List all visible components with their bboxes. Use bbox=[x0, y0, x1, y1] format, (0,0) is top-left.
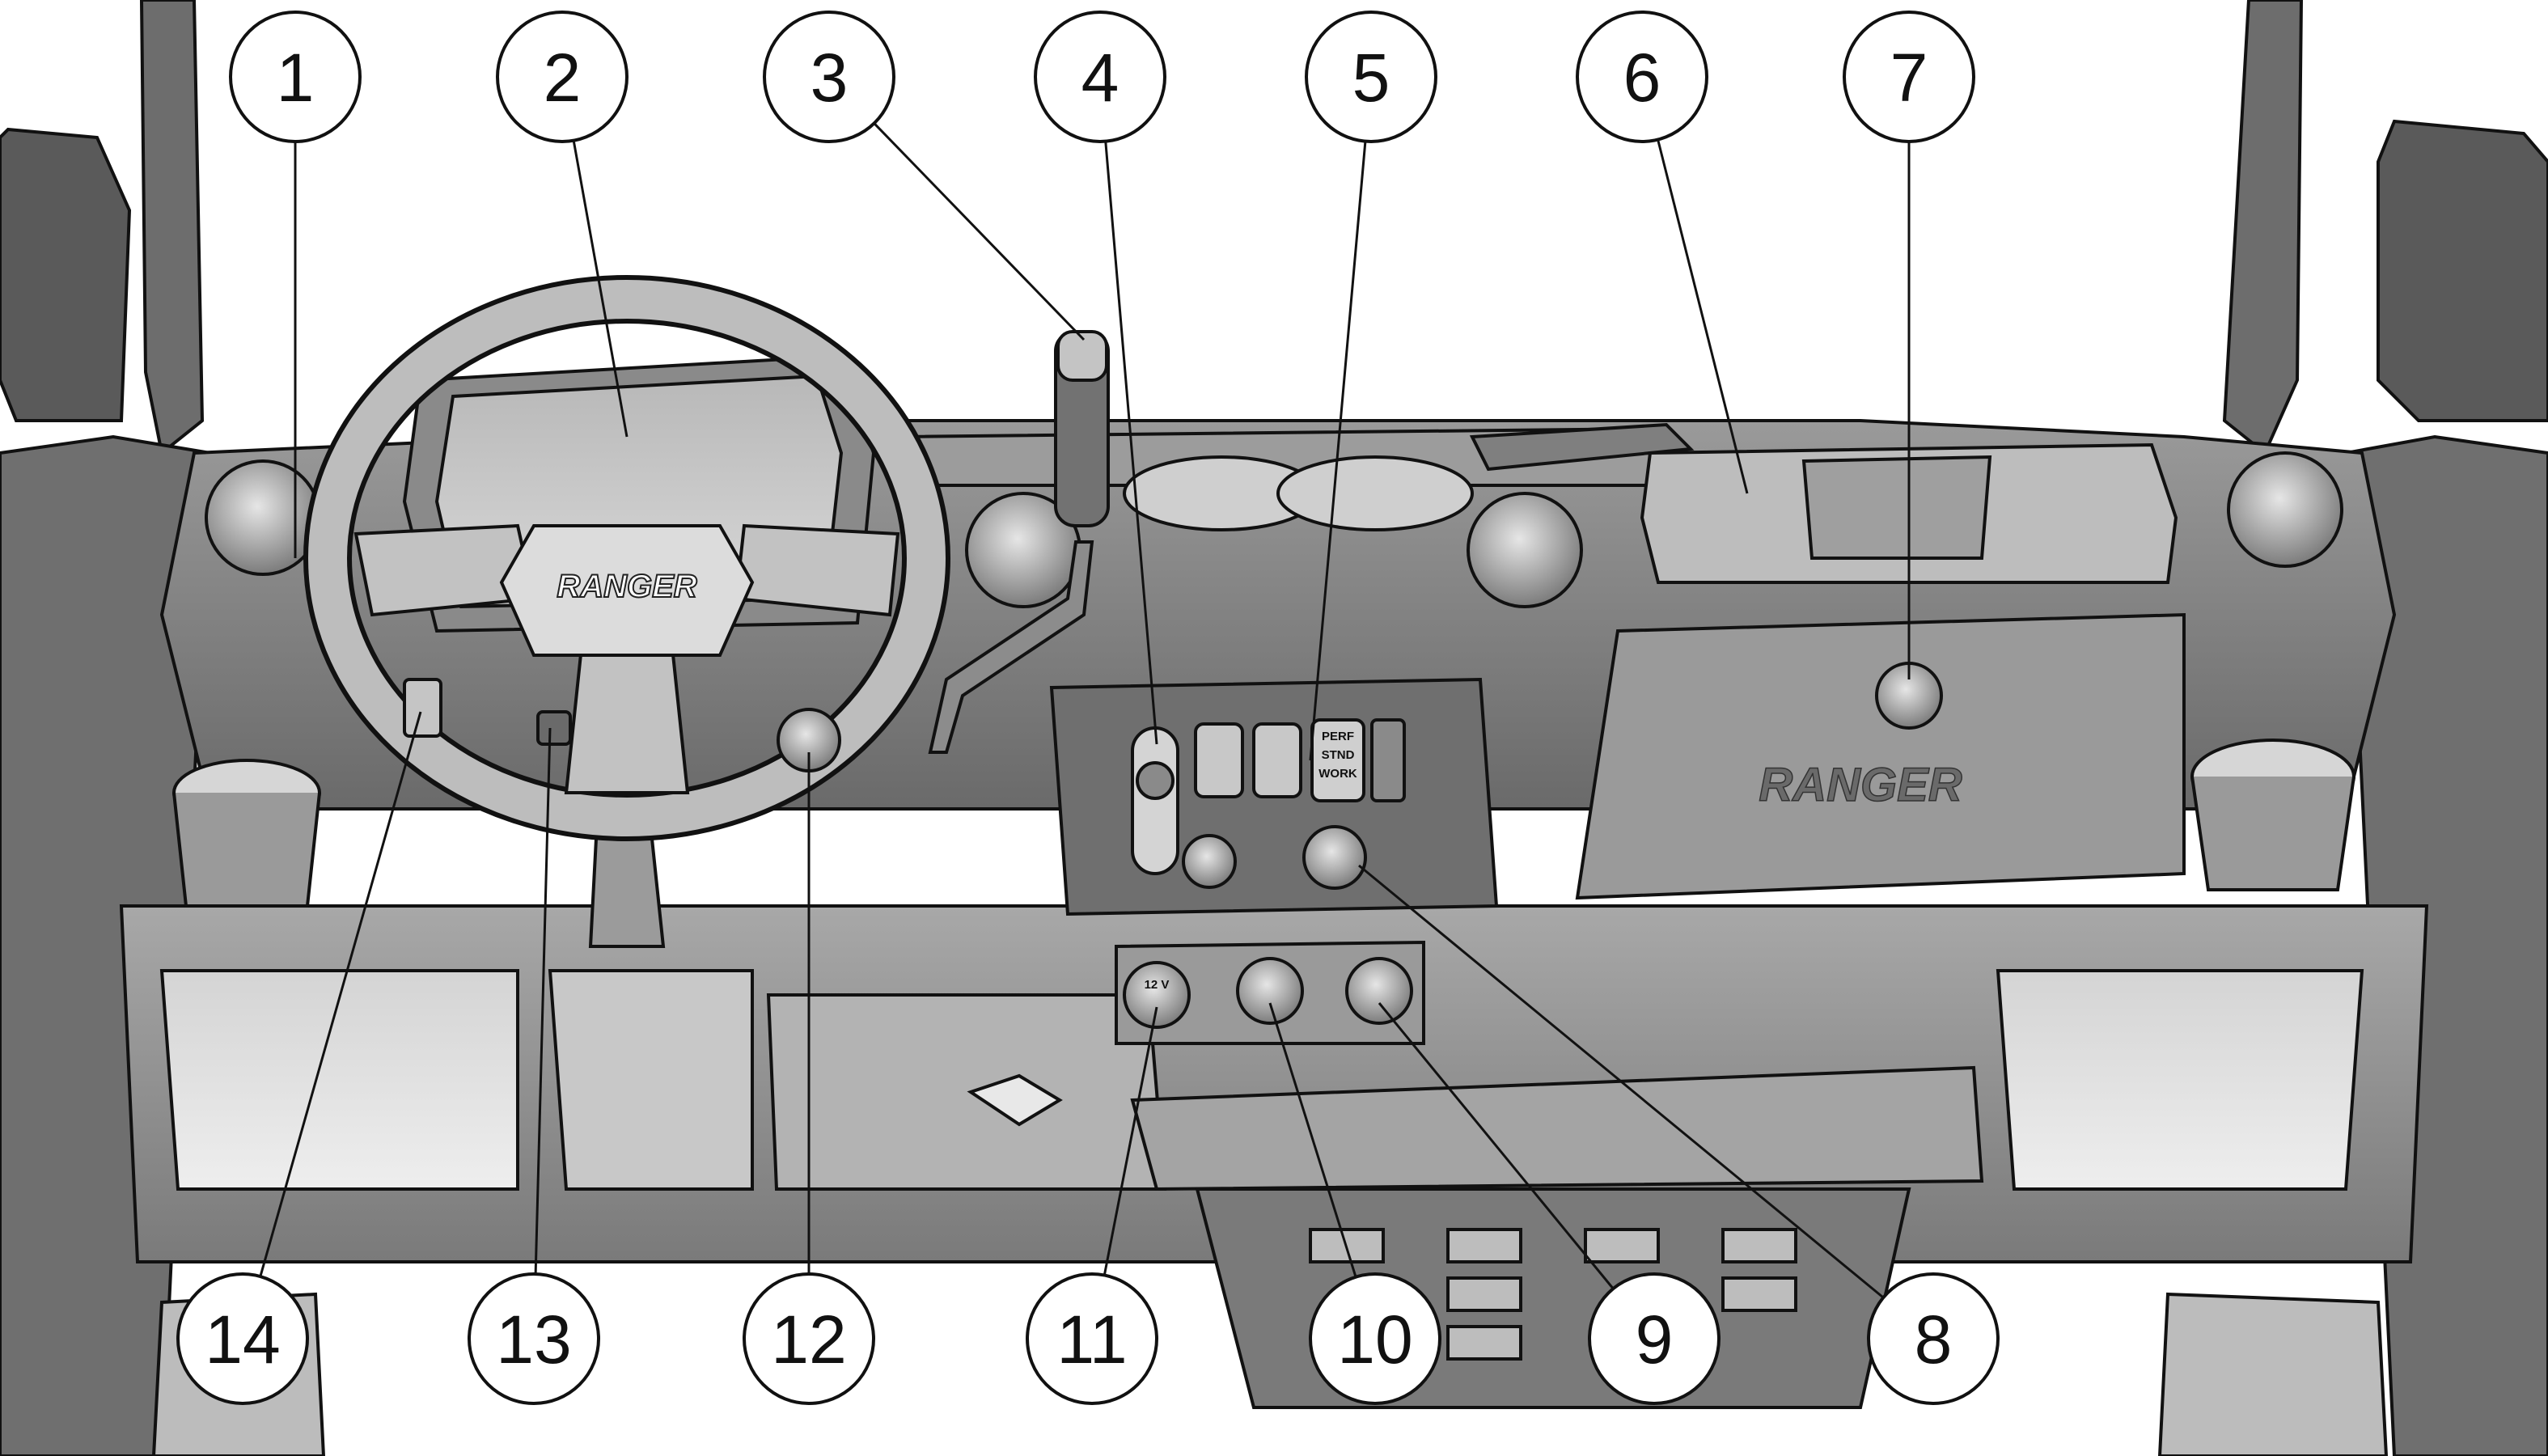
outlet-label-left: 12 V bbox=[1145, 978, 1170, 992]
callout-number-4: 4 bbox=[1081, 40, 1120, 116]
right-vent bbox=[2227, 451, 2343, 568]
leader-line-14 bbox=[259, 711, 422, 1277]
callout-circle-6 bbox=[1576, 11, 1708, 143]
usb-port bbox=[1345, 957, 1413, 1025]
leader-line-4 bbox=[1104, 141, 1158, 745]
leader-line-5 bbox=[1309, 141, 1367, 761]
callout-number-7: 7 bbox=[1890, 40, 1928, 116]
drive-mode-switch bbox=[1310, 718, 1365, 802]
callout-circle-3 bbox=[763, 11, 895, 143]
center-switch-panel: PERF STND WORK bbox=[1049, 677, 1499, 916]
callout-circle-11 bbox=[1026, 1272, 1158, 1405]
center-accessory-outlet bbox=[1236, 957, 1304, 1025]
callout-circle-8 bbox=[1867, 1272, 2000, 1405]
leader-line-8 bbox=[1358, 864, 1885, 1299]
outlet-panel: 12 V bbox=[1115, 940, 1425, 1045]
leader-line-3 bbox=[873, 122, 1086, 341]
glove-box: RANGER bbox=[1575, 612, 2186, 900]
center-console bbox=[1195, 1187, 1911, 1409]
callout-circle-9 bbox=[1588, 1272, 1721, 1405]
dash-vents bbox=[205, 451, 2343, 608]
callout-number-9: 9 bbox=[1636, 1302, 1674, 1378]
control-knob-left bbox=[1182, 834, 1237, 889]
steering-hub bbox=[499, 524, 755, 657]
switch-label-perf: PERF bbox=[1322, 730, 1354, 743]
callout-number-1: 1 bbox=[277, 40, 315, 116]
switch-label-stnd: STND bbox=[1322, 748, 1355, 762]
callout-number-8: 8 bbox=[1915, 1302, 1953, 1378]
callout-circle-7 bbox=[1843, 11, 1975, 143]
leader-line-2 bbox=[572, 140, 629, 438]
callout-number-13: 13 bbox=[496, 1302, 571, 1378]
control-knob-right bbox=[1302, 825, 1367, 890]
glovebox-logo: RANGER bbox=[1759, 759, 1962, 811]
horn-light-switch bbox=[536, 710, 572, 746]
callout-number-3: 3 bbox=[811, 40, 849, 116]
leader-line-10 bbox=[1268, 1002, 1357, 1278]
cup-holders bbox=[172, 455, 2355, 908]
callout-number-6: 6 bbox=[1623, 40, 1661, 116]
callout-circle-13 bbox=[468, 1272, 600, 1405]
left-vent bbox=[205, 459, 321, 576]
leader-line-6 bbox=[1657, 139, 1749, 494]
callout-number-11: 11 bbox=[1056, 1302, 1127, 1378]
lower-dash bbox=[119, 904, 2429, 1263]
ignition-key-switch bbox=[1131, 726, 1179, 875]
callout-circle-12 bbox=[743, 1272, 875, 1405]
callout-circle-1 bbox=[229, 11, 362, 143]
callout-number-5: 5 bbox=[1352, 40, 1390, 116]
callout-circle-5 bbox=[1305, 11, 1437, 143]
callout-circle-14 bbox=[176, 1272, 309, 1405]
callout-circle-10 bbox=[1309, 1272, 1441, 1405]
gear-shift-lever bbox=[928, 330, 1110, 754]
steering-column-switch bbox=[403, 678, 442, 738]
left-switch-cluster bbox=[403, 678, 841, 772]
callout-number-14: 14 bbox=[205, 1302, 280, 1378]
callout-circle-4 bbox=[1034, 11, 1166, 143]
center-right-vent bbox=[1467, 492, 1583, 608]
callout-number-10: 10 bbox=[1337, 1302, 1412, 1378]
leader-line-9 bbox=[1378, 1002, 1615, 1290]
leader-line-11 bbox=[1103, 1006, 1158, 1276]
wheel-logo: RANGER bbox=[557, 569, 696, 604]
12v-outlet bbox=[1123, 961, 1191, 1029]
callout-number-12: 12 bbox=[771, 1302, 846, 1378]
callout-circle-2 bbox=[496, 11, 629, 143]
callout-number-2: 2 bbox=[544, 40, 582, 116]
steering-assembly: RANGER bbox=[303, 275, 950, 948]
switch-label-work: WORK bbox=[1318, 767, 1357, 781]
leader-line-13 bbox=[534, 727, 552, 1275]
